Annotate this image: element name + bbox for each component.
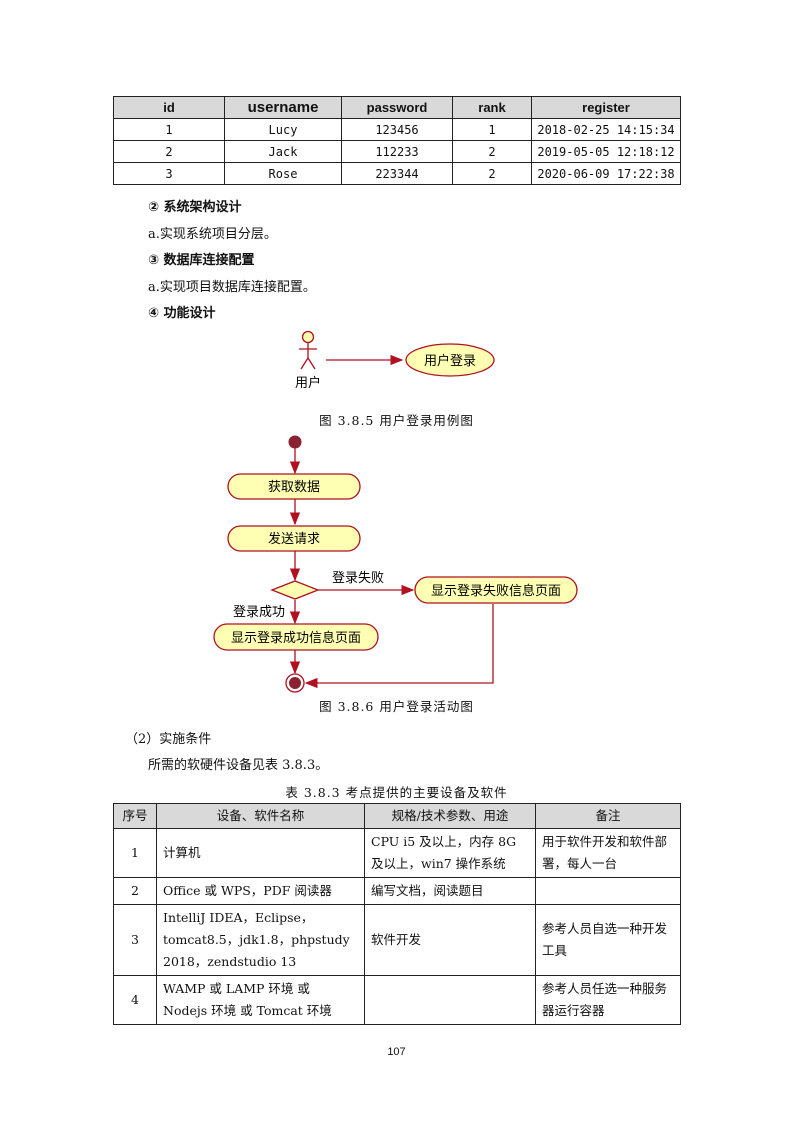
table-row: 3 Rose 223344 2 2020-06-09 17:22:38 bbox=[113, 162, 681, 185]
decision-node bbox=[270, 580, 320, 600]
table-row: 2 Office 或 WPS，PDF 阅读器 编写文档，阅读题目 bbox=[113, 877, 681, 905]
table-row: 4 WAMP 或 LAMP 环境 或 Nodejs 环境 或 Tomcat 环境… bbox=[113, 975, 681, 1025]
table-caption-equipment: 表 3.8.3 考点提供的主要设备及软件 bbox=[285, 785, 508, 800]
col-index: 序号 bbox=[113, 803, 157, 829]
usecase-diagram: 用户 用户登录 bbox=[295, 330, 495, 391]
figure-caption-activity: 图 3.8.6 用户登录活动图 bbox=[319, 699, 474, 714]
svg-text:显示登录成功信息页面: 显示登录成功信息页面 bbox=[231, 630, 361, 646]
svg-text:获取数据: 获取数据 bbox=[268, 480, 320, 495]
conditions-title: （2）实施条件 bbox=[125, 732, 212, 747]
activity-get-data bbox=[227, 473, 361, 500]
col-register: register bbox=[531, 96, 681, 119]
equipment-table: 序号 设备、软件名称 规格/技术参数、用途 备注 1 计算机 CPU i5 及以… bbox=[113, 803, 681, 1025]
start-node bbox=[288, 435, 302, 449]
col-id: id bbox=[113, 96, 225, 119]
col-password: password bbox=[341, 96, 453, 119]
col-spec: 规格/技术参数、用途 bbox=[364, 803, 536, 829]
table-row: 1 计算机 CPU i5 及以上，内存 8G 及以上，win7 操作系统 用于软… bbox=[113, 828, 681, 878]
actor-label: 用户 bbox=[295, 375, 321, 391]
activity-success-page bbox=[213, 623, 379, 651]
table-row: 1 Lucy 123456 1 2018-02-25 14:15:34 bbox=[113, 118, 681, 141]
section-title-function: ④ 功能设计 bbox=[148, 306, 216, 321]
end-node bbox=[285, 673, 305, 693]
page-number: 107 bbox=[387, 1046, 406, 1058]
user-table: id username password rank register 1 Luc… bbox=[113, 96, 681, 185]
fail-guard-label: 登录失败 bbox=[332, 571, 384, 586]
activity-diagram: 获取数据 发送请求 登录失败 显示登录失败信息页面 登录成功 显示登录成功信息页… bbox=[213, 435, 578, 693]
section-title-database: ③ 数据库连接配置 bbox=[148, 253, 255, 268]
activity-send-request bbox=[227, 525, 361, 552]
usecase-ellipse bbox=[405, 343, 495, 377]
svg-text:显示登录失败信息页面: 显示登录失败信息页面 bbox=[431, 583, 561, 599]
equipment-table-header: 序号 设备、软件名称 规格/技术参数、用途 备注 bbox=[113, 803, 681, 829]
col-rank: rank bbox=[452, 96, 532, 119]
section-text-database: a.实现项目数据库连接配置。 bbox=[148, 280, 316, 295]
conditions-text: 所需的软硬件设备见表 3.8.3。 bbox=[148, 758, 329, 773]
user-table-header: id username password rank register bbox=[113, 96, 681, 119]
section-text-architecture: a.实现系统项目分层。 bbox=[148, 227, 277, 242]
col-username: username bbox=[224, 96, 342, 119]
figure-caption-usecase: 图 3.8.5 用户登录用例图 bbox=[319, 413, 474, 428]
success-guard-label: 登录成功 bbox=[233, 605, 285, 620]
col-remark: 备注 bbox=[535, 803, 681, 829]
usecase-label: 用户登录 bbox=[424, 353, 476, 369]
table-row: 3 IntelliJ IDEA，Eclipse，tomcat8.5，jdk1.8… bbox=[113, 904, 681, 976]
col-name: 设备、软件名称 bbox=[156, 803, 365, 829]
table-row: 2 Jack 112233 2 2019-05-05 12:18:12 bbox=[113, 140, 681, 163]
activity-fail-page bbox=[414, 576, 578, 604]
section-title-architecture: ② 系统架构设计 bbox=[148, 200, 242, 215]
actor-icon bbox=[299, 330, 317, 370]
svg-text:发送请求: 发送请求 bbox=[268, 531, 320, 547]
